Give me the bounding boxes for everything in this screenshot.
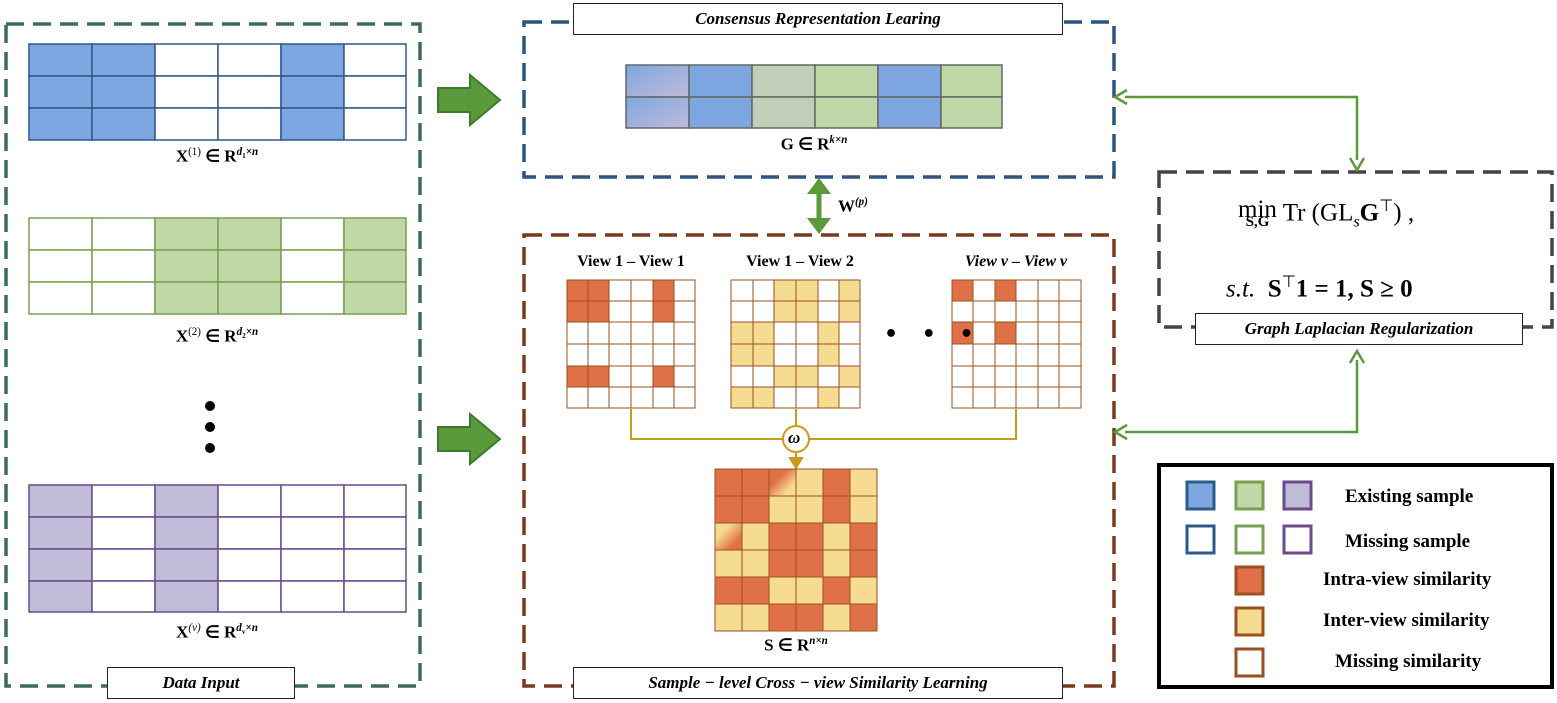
input-arrow-top: [437, 72, 502, 128]
legend-intra-swatch: [1234, 565, 1265, 596]
matrix-s: [714, 468, 878, 632]
vertical-ellipsis: [205, 401, 215, 453]
similarity-title: Sample − level Cross − view Similarity L…: [573, 667, 1063, 699]
legend-missing-sim-label: Missing similarity: [1335, 651, 1482, 672]
view11-caption: View 1 – View 1: [577, 253, 685, 270]
x2-caption: X(2) ∈ Rd2×n: [175, 326, 259, 346]
xv-caption: X(v) ∈ Rdv×n: [176, 622, 258, 642]
legend-inter-swatch: [1234, 606, 1265, 637]
legend-frame: [1157, 463, 1554, 689]
consensus-title: Consensus Representation Learing: [573, 3, 1063, 35]
legend-inter-label: Inter-view similarity: [1323, 610, 1490, 631]
input-arrow-bottom: [437, 411, 502, 467]
graph-connector-bottom: [1112, 348, 1366, 441]
view12-grid: [730, 279, 861, 409]
viewvv-caption: View v – View v: [964, 253, 1068, 270]
legend-missing-swatches: [1185, 524, 1313, 555]
s-caption: S ∈ Rn×n: [764, 635, 828, 655]
view11-grid: [566, 279, 696, 409]
horizontal-ellipsis: • • •: [884, 322, 982, 347]
data-input-title: Data Input: [107, 667, 295, 699]
graph-lap-title: Graph Laplacian Regularization: [1195, 313, 1523, 345]
legend-missing-sim-swatch: [1234, 647, 1265, 678]
g-caption: G ∈ Rk×n: [780, 134, 848, 154]
matrix-g: [625, 64, 1003, 129]
fusion-connector: [630, 409, 1017, 470]
matrix-x1: [28, 43, 407, 141]
legend-intra-label: Intra-view similarity: [1323, 569, 1492, 590]
objective-line2: s.t. S⊤1 = 1, S ≥ 0: [1226, 273, 1413, 303]
w-caption: W(p): [838, 196, 868, 216]
matrix-xv: [28, 484, 407, 613]
consensus-frame: [522, 20, 1116, 179]
x1-caption: X(1) ∈ Rd1×n: [175, 146, 259, 166]
omega-node: [782, 425, 810, 453]
legend-existing-swatches: [1185, 480, 1313, 511]
viewvv-grid: [951, 279, 1082, 409]
w-double-arrow: [807, 178, 831, 234]
omega-label: ω: [788, 428, 801, 447]
graph-connector-top: [1112, 88, 1366, 173]
view12-caption: View 1 – View 2: [746, 253, 854, 270]
legend-missing-label: Missing sample: [1345, 531, 1471, 552]
legend-existing-label: Existing sample: [1345, 486, 1474, 507]
matrix-x2: [28, 217, 407, 315]
